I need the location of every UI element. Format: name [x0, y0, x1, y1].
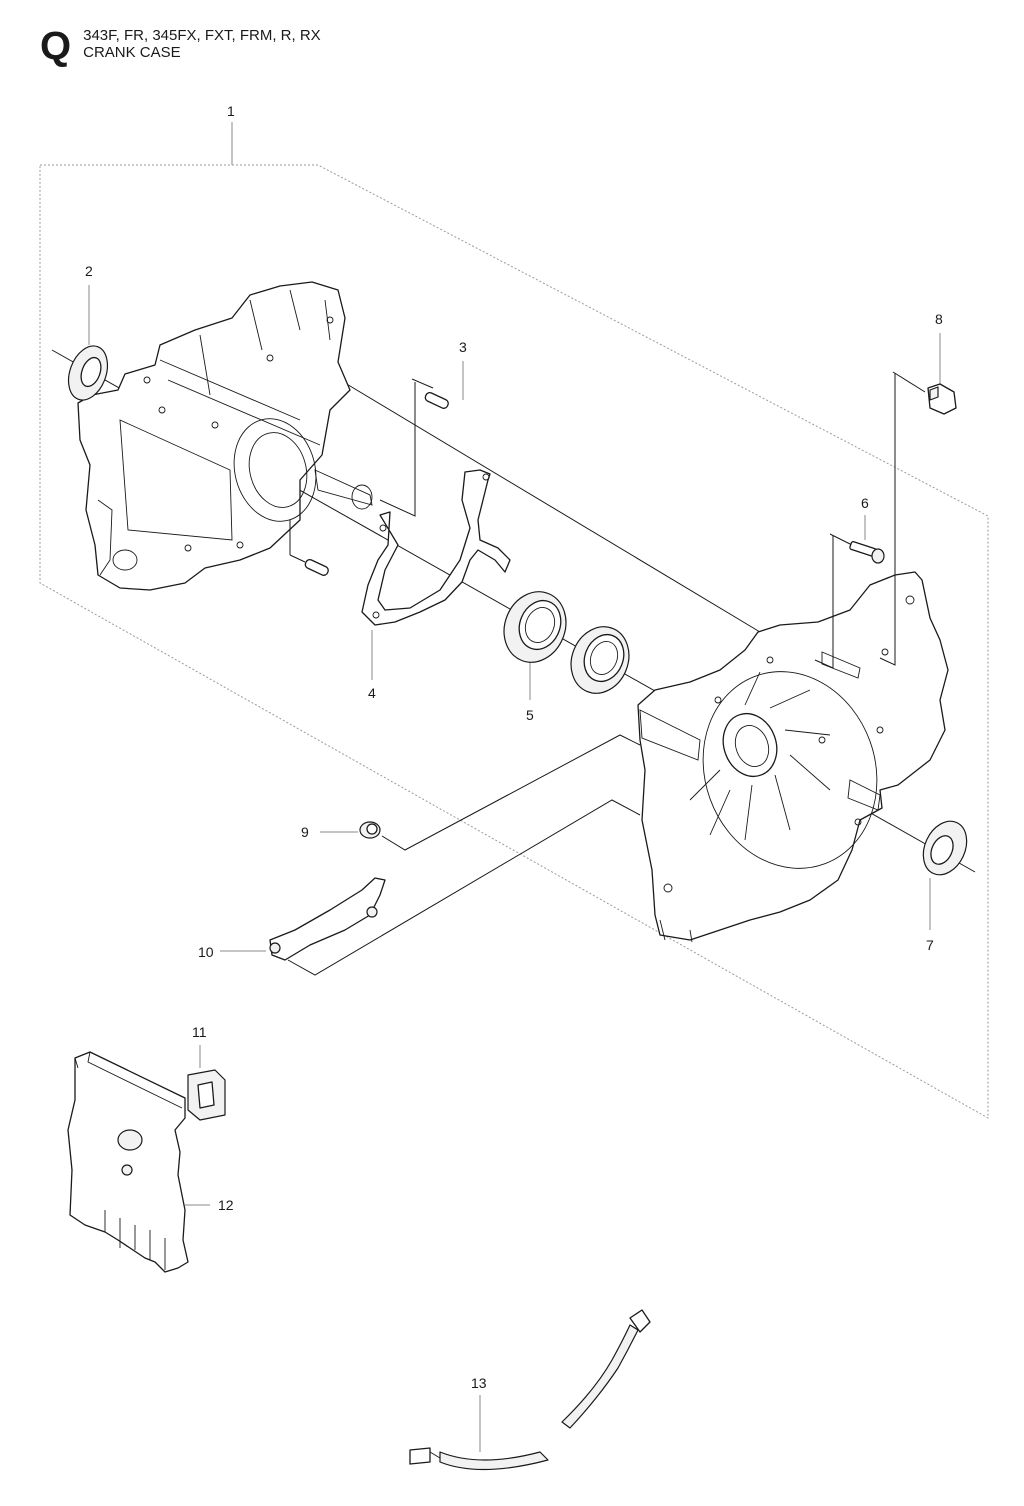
callout-2: 2	[85, 263, 93, 279]
part-4-gasket	[361, 469, 511, 680]
model-list: 343F, FR, 345FX, FXT, FRM, R, RX	[83, 27, 321, 44]
part-7-seal	[922, 820, 968, 930]
callout-6: 6	[861, 495, 869, 511]
crankcase-left-half	[77, 281, 373, 591]
callout-10: 10	[198, 944, 214, 960]
part-9-grommet	[320, 734, 641, 851]
part-6-screw	[814, 515, 885, 669]
part-12-plate	[67, 1051, 210, 1273]
callout-11: 11	[192, 1024, 207, 1040]
header-text: 343F, FR, 345FX, FXT, FRM, R, RX CRANK C…	[83, 26, 321, 61]
part-10-bracket	[220, 799, 641, 976]
part-5-bearings	[503, 591, 630, 700]
callout-9: 9	[301, 824, 309, 840]
callout-8: 8	[935, 311, 943, 327]
callout-3: 3	[459, 339, 467, 355]
part-11-gasket	[187, 1045, 226, 1121]
callout-1: 1	[227, 103, 235, 119]
part-2-seal	[67, 285, 109, 401]
crankcase-right-half	[637, 571, 949, 943]
callout-5: 5	[526, 707, 534, 723]
part-8-clip	[879, 333, 957, 666]
part-13-wire	[409, 1309, 651, 1471]
part-3-dowel-pins	[289, 361, 464, 576]
callout-12: 12	[218, 1197, 234, 1213]
callout-7: 7	[926, 937, 934, 953]
page-header: Q 343F, FR, 345FX, FXT, FRM, R, RX CRANK…	[40, 26, 321, 66]
callout-13: 13	[471, 1375, 487, 1391]
section-letter: Q	[40, 24, 72, 68]
diagram-title: CRANK CASE	[83, 44, 181, 61]
callout-4: 4	[368, 685, 376, 701]
